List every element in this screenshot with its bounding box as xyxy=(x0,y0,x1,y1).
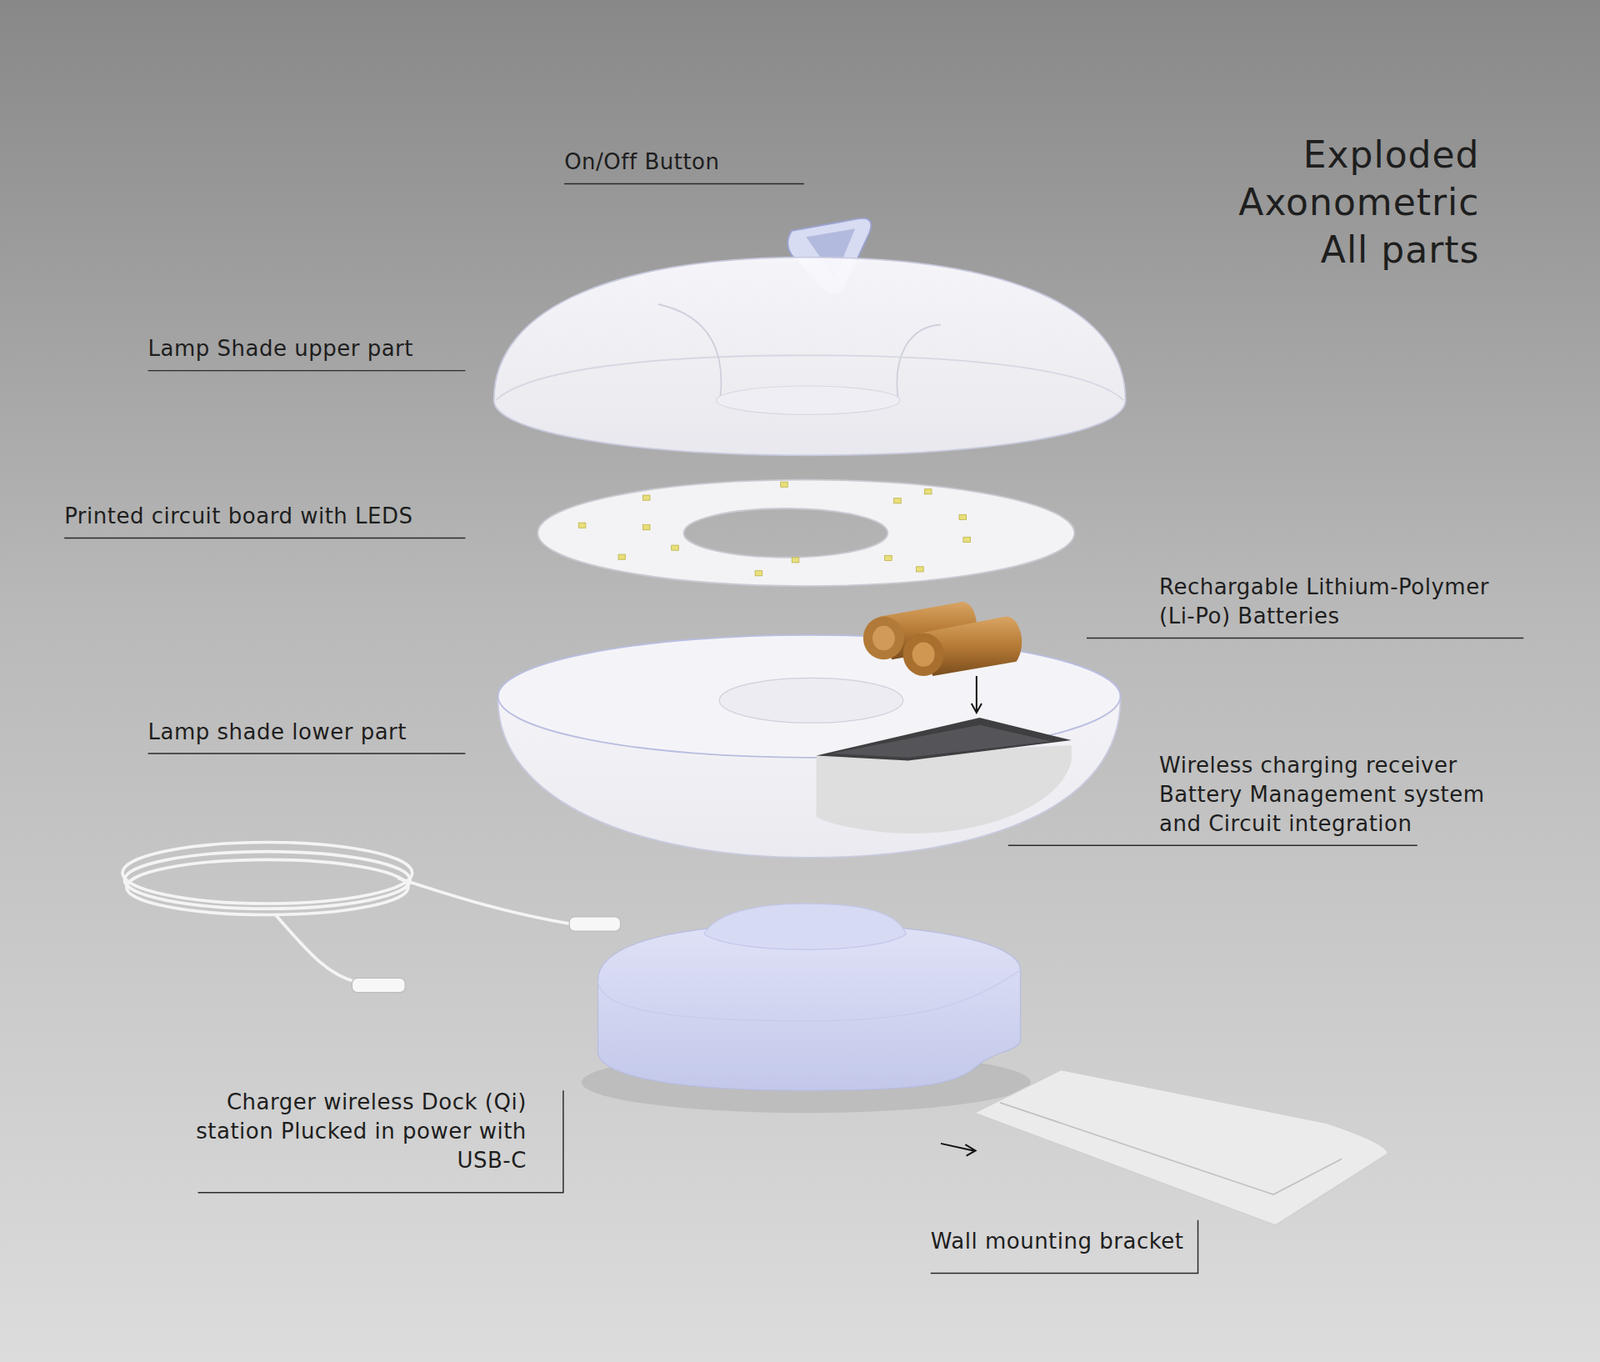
diagram-title: Exploded Axonometric All parts xyxy=(1230,130,1480,274)
part-label: Wall mounting bracket xyxy=(930,1226,1185,1256)
leader-line xyxy=(64,183,1524,1273)
part-label: Printed circuit board with LEDS xyxy=(64,501,413,531)
usb-c-plug xyxy=(351,916,620,993)
slide-arrow xyxy=(940,1143,976,1156)
charging-dock xyxy=(581,903,1031,1113)
part-label: Charger wireless Dock (Qi) station Pluck… xyxy=(160,1087,527,1175)
part-label: Wireless charging receiver Battery Manag… xyxy=(1159,750,1518,839)
part-label: Lamp shade lower part xyxy=(148,717,407,747)
pcb-ring xyxy=(537,480,1075,586)
insert-arrow xyxy=(971,675,982,713)
usb-cable xyxy=(122,842,572,983)
lower-shade xyxy=(498,635,1121,858)
batteries xyxy=(863,601,1022,676)
button-label: On/Off Button xyxy=(564,147,720,177)
wall-bracket xyxy=(974,1070,1388,1225)
part-label: Rechargable Lithium-Polymer (Li-Po) Batt… xyxy=(1159,572,1518,631)
upper-shade xyxy=(494,257,1126,456)
part-label: Lamp Shade upper part xyxy=(148,334,414,364)
